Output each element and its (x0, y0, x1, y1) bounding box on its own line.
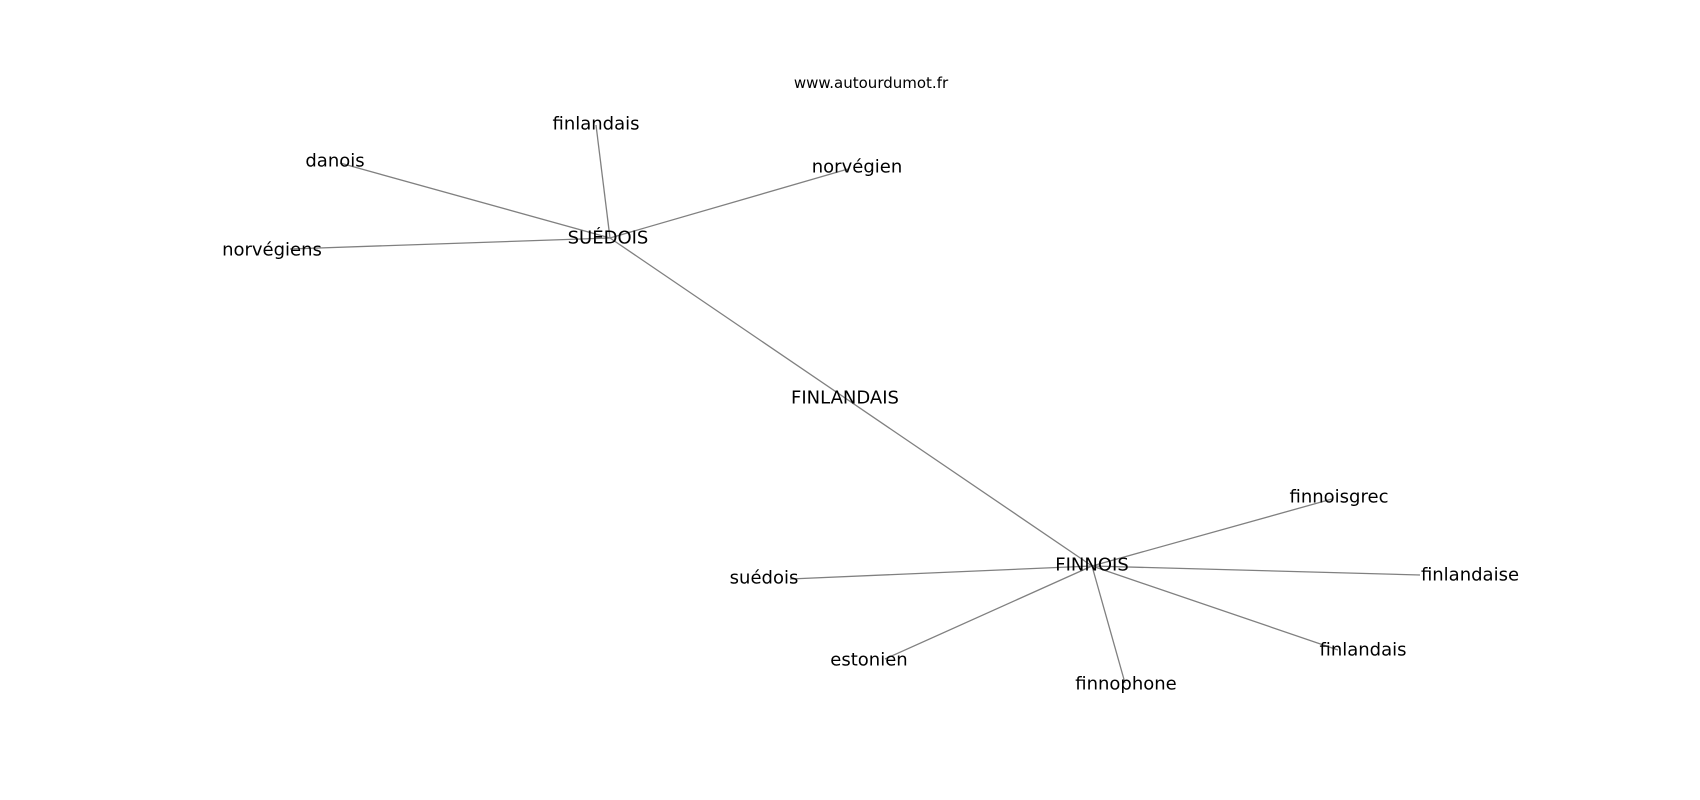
edge-suedois_hub-danois (339, 162, 611, 239)
node-label-finlandaise: finlandaise (1421, 565, 1519, 586)
node-label-suedois-hub: SUÉDOIS (568, 227, 649, 249)
node-label-danois: danois (305, 151, 364, 172)
edge-suedois_hub-norvegien (609, 168, 849, 239)
node-label-norvegien: norvégien (812, 157, 902, 178)
node-label-finlandais-top: finlandais (552, 114, 639, 135)
edge-finnois_hub-finnophone (1091, 565, 1126, 684)
node-label-estonien: estonien (830, 650, 907, 671)
edge-finnois_hub-estonien (884, 565, 1093, 660)
node-label-suedois-leaf: suédois (730, 568, 799, 589)
graph-labels: FINLANDAIS SUÉDOIS FINNOIS finlandais danois… (222, 114, 1519, 695)
node-label-finnois-hub: FINNOIS (1055, 555, 1129, 576)
node-label-norvegiens: norvégiens (222, 240, 322, 261)
node-label-finnoisgrec: finnoisgrec (1290, 487, 1389, 508)
edge-finnois_hub-finnoisgrec (1091, 498, 1333, 567)
edge-suedois_hub-finlandais_top (595, 124, 611, 239)
edge-suedois_hub-norvegiens (289, 237, 611, 250)
graph-edges (289, 124, 1421, 684)
node-label-center: FINLANDAIS (791, 388, 899, 409)
edge-finnois_hub-suedois_leaf (789, 565, 1093, 580)
edge-finnois_hub-finlandais_bottom (1091, 565, 1339, 651)
edge-suedois_hub-finnois_hub (609, 237, 1093, 567)
edge-finnois_hub-finlandaise (1091, 565, 1421, 576)
site-watermark: www.autourdumot.fr (794, 74, 949, 92)
node-label-finlandais-bottom: finlandais (1319, 640, 1406, 661)
node-label-finnophone: finnophone (1075, 674, 1177, 695)
